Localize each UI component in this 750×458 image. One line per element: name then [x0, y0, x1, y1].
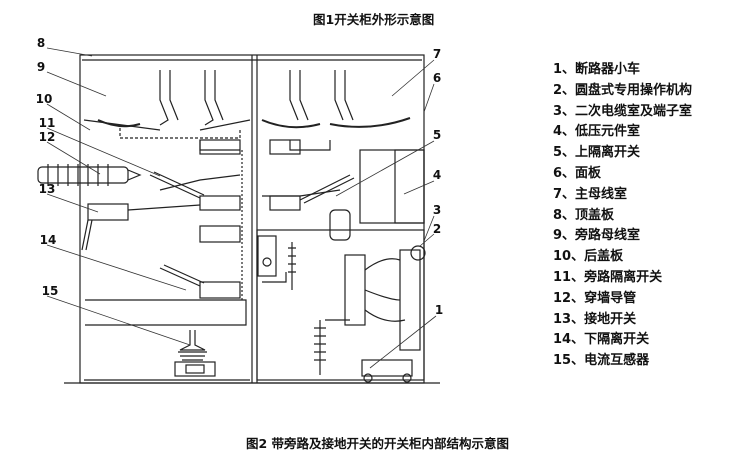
callout-9: 9 [37, 60, 45, 74]
callout-15: 15 [42, 284, 59, 298]
top-caption: 图1开关柜外形示意图 [313, 12, 435, 27]
callout-11: 11 [39, 116, 56, 130]
legend-item: 2、圆盘式专用操作机构 [553, 82, 693, 98]
legend-item: 6、面板 [553, 165, 602, 181]
right-busbar-compartment [261, 70, 411, 151]
breaker-compartment [256, 229, 425, 381]
legend-item: 7、主母线室 [553, 186, 628, 202]
callout-2: 2 [433, 222, 441, 236]
callout-14: 14 [40, 233, 57, 247]
low-voltage-compartment [359, 149, 425, 224]
callout-13: 13 [39, 182, 56, 196]
wall-bushing [37, 164, 142, 186]
callout-1: 1 [435, 303, 443, 317]
breaker-truck [344, 254, 366, 326]
legend-item: 3、二次电缆室及端子室 [553, 103, 693, 119]
callout-3: 3 [433, 203, 441, 217]
legend-item: 14、下隔离开关 [553, 332, 650, 348]
earthing-switch [81, 203, 201, 251]
right-disconnector-units [262, 139, 355, 241]
callout-labels: 8 9 10 11 12 13 14 15 7 6 5 4 3 2 1 [36, 36, 444, 317]
legend-item: 15、电流互感器 [553, 353, 650, 369]
callout-6: 6 [433, 71, 441, 85]
legend-item: 10、后盖板 [553, 249, 624, 265]
callout-leaders [46, 47, 437, 369]
callout-4: 4 [433, 168, 441, 182]
right-lower-compartment [256, 149, 426, 383]
callout-7: 7 [433, 47, 441, 61]
callout-8: 8 [37, 36, 45, 50]
callout-10: 10 [36, 92, 53, 106]
legend-item: 13、接地开关 [553, 311, 637, 327]
callout-5: 5 [433, 128, 441, 142]
current-transformer [174, 330, 216, 377]
legend-item: 1、断路器小车 [553, 62, 641, 77]
operating-mechanism [410, 245, 426, 261]
bottom-caption: 图2 带旁路及接地开关的开关柜内部结构示意图 [246, 436, 510, 451]
left-busbar-compartment [83, 70, 251, 151]
left-disconnector-units [85, 139, 247, 326]
legend-item: 12、穿墙导管 [553, 290, 637, 306]
legend-item: 9、旁路母线室 [553, 228, 641, 244]
truck-base [361, 359, 413, 377]
callout-12: 12 [39, 130, 56, 144]
legend-item: 4、低压元件室 [553, 124, 641, 140]
legend-item: 8、顶盖板 [553, 207, 615, 223]
component-legend: 1、断路器小车 2、圆盘式专用操作机构 3、二次电缆室及端子室 4、低压元件室 … [553, 60, 692, 372]
legend-item: 5、上隔离开关 [553, 145, 641, 161]
legend-item: 11、旁路隔离开关 [553, 269, 663, 285]
